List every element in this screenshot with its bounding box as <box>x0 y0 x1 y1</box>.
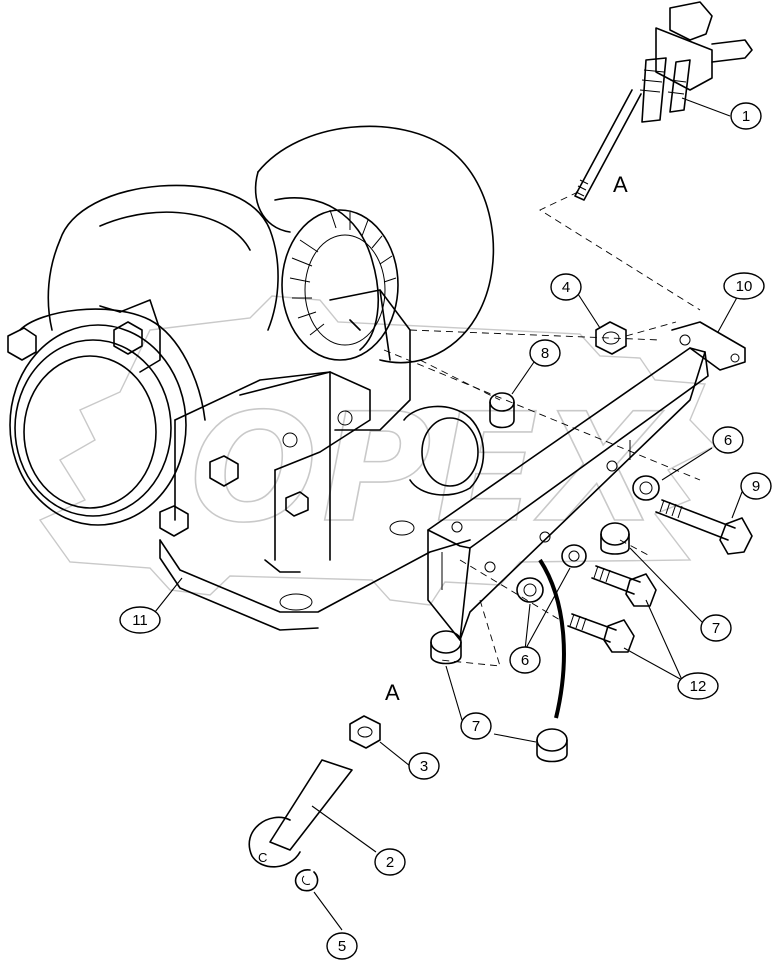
callout-label: 8 <box>541 345 549 362</box>
callout-2: 2 <box>374 848 406 876</box>
callout-label: 9 <box>752 478 760 495</box>
callout-label: 2 <box>386 854 394 871</box>
svg-text:C: C <box>258 850 267 865</box>
callout-11: 11 <box>119 606 161 634</box>
callout-9: 9 <box>740 472 772 500</box>
callout-6-lower: 6 <box>509 646 541 674</box>
callout-label: 12 <box>690 678 707 695</box>
callout-label: 6 <box>724 432 732 449</box>
callout-label: 10 <box>736 278 753 295</box>
leader-lines <box>154 97 743 931</box>
callout-12: 12 <box>677 672 719 700</box>
wastegate-actuator-drawing: A <box>574 1 753 201</box>
small-parts-drawing: C A <box>248 321 753 892</box>
callout-label: 3 <box>420 758 428 775</box>
callout-3: 3 <box>408 752 440 780</box>
callout-label: 6 <box>521 652 529 669</box>
callout-label: 11 <box>132 612 148 629</box>
callout-5: 5 <box>326 932 358 960</box>
callout-7-bottom: 7 <box>460 712 492 740</box>
bracket-drawing <box>427 321 746 641</box>
turbocharger-drawing <box>7 125 495 631</box>
callout-1: 1 <box>730 102 762 130</box>
callout-label: 1 <box>742 108 750 125</box>
callout-10: 10 <box>723 272 765 300</box>
view-label-a-bottom: A <box>385 680 400 705</box>
callout-4: 4 <box>550 273 582 301</box>
assembly-lines <box>383 191 701 667</box>
callout-label: 7 <box>712 620 720 637</box>
callout-label: 5 <box>338 938 346 955</box>
view-label-a-top: A <box>613 172 628 197</box>
callout-8: 8 <box>529 339 561 367</box>
callout-label: 4 <box>562 279 570 296</box>
callout-6-upper: 6 <box>712 426 744 454</box>
callout-7-right: 7 <box>700 614 732 642</box>
callout-label: 7 <box>472 718 480 735</box>
